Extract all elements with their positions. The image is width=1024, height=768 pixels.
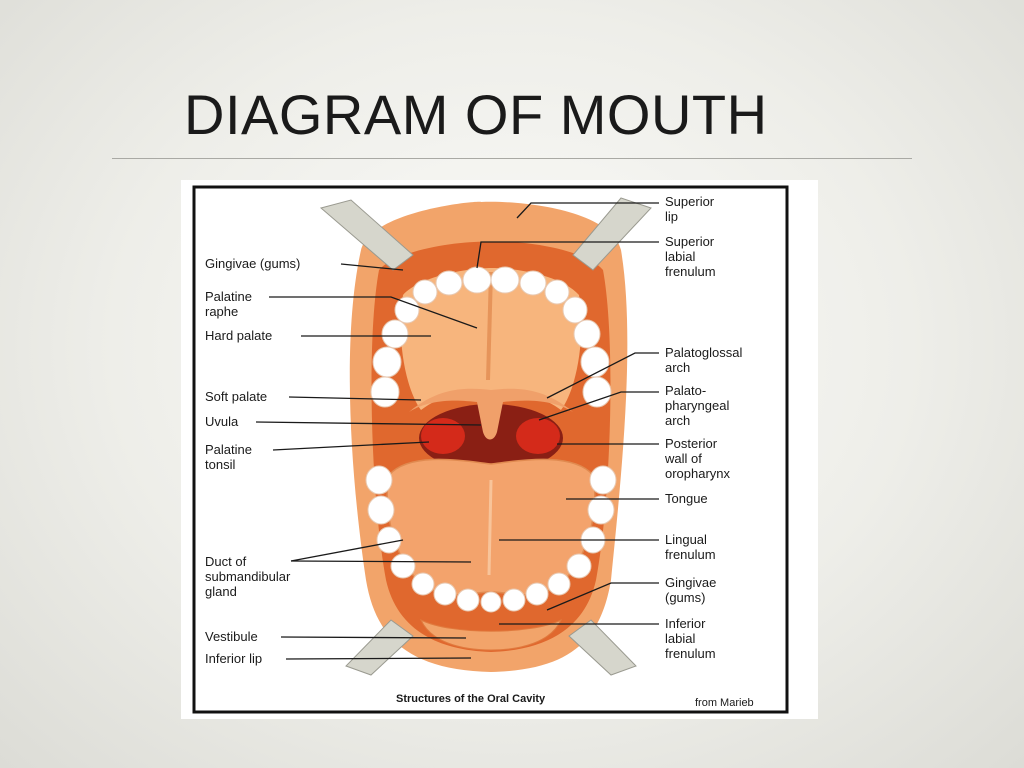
palatine-tonsil-right <box>516 418 560 454</box>
retractors <box>319 197 652 676</box>
title-divider <box>112 158 912 159</box>
figure-source: from Marieb <box>695 697 754 709</box>
label-gingivae-lower: Gingivae(gums) <box>665 575 716 605</box>
label-hard-palate: Hard palate <box>205 328 272 343</box>
slide-title: DIAGRAM OF MOUTH <box>184 83 768 146</box>
label-uvula: Uvula <box>205 414 239 429</box>
figure-caption: Structures of the Oral Cavity <box>396 693 546 705</box>
soft-palate-uvula <box>409 388 573 440</box>
label-tongue: Tongue <box>665 491 708 506</box>
label-soft-palate: Soft palate <box>205 389 267 404</box>
lingual-frenulum <box>487 479 493 576</box>
left-leader-lines <box>255 263 482 660</box>
inferior-lip-inner <box>419 618 563 651</box>
palatine-tonsil-left <box>421 418 465 454</box>
right-leader-lines <box>476 202 659 625</box>
lower-teeth <box>365 465 617 613</box>
palatine-raphe <box>486 271 493 381</box>
label-gingivae-upper: Gingivae (gums) <box>205 256 300 271</box>
label-inferior-lip: Inferior lip <box>205 651 262 666</box>
label-vestibule: Vestibule <box>205 629 258 644</box>
